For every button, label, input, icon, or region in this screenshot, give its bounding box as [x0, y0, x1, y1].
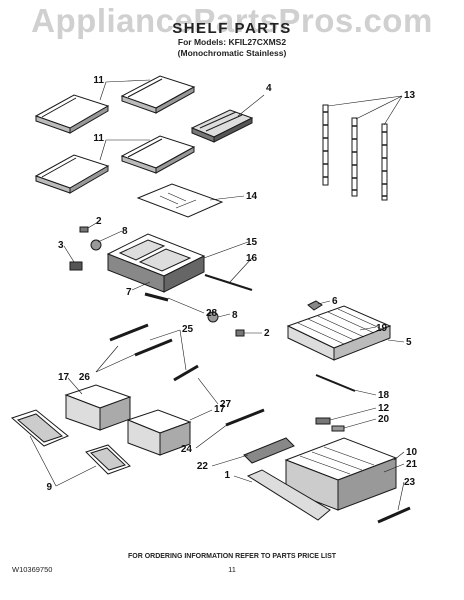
crisper-front-9-b	[85, 444, 131, 475]
callout-17-b: 17	[214, 404, 226, 415]
callout-17-a: 17	[58, 372, 70, 383]
callout-25: 25	[182, 324, 194, 335]
callout-23: 23	[404, 477, 416, 488]
glass-shelf-11-a	[34, 94, 110, 134]
callout-21: 21	[406, 459, 418, 470]
callout-14: 14	[246, 191, 258, 202]
rod-18	[315, 374, 356, 392]
bracket-12	[315, 417, 331, 425]
callout-20: 20	[378, 414, 390, 425]
callout-6: 6	[332, 296, 338, 307]
shelf-ladders-13	[322, 104, 388, 201]
callout-7: 7	[126, 287, 132, 298]
callout-2-b: 2	[264, 328, 270, 339]
slide-rail-22	[243, 437, 295, 464]
page-number: 11	[228, 565, 236, 574]
callout-18: 18	[378, 390, 390, 401]
ordering-info-note: FOR ORDERING INFORMATION REFER TO PARTS …	[127, 553, 337, 560]
callout-12: 12	[378, 403, 390, 414]
callout-9: 9	[46, 482, 52, 493]
screw-2-upper	[79, 226, 89, 233]
callout-4: 4	[266, 83, 272, 94]
slide-rail-24	[225, 408, 265, 427]
callout-10: 10	[406, 447, 418, 458]
knob-8-upper	[90, 239, 102, 251]
callout-11-b: 11	[93, 133, 104, 144]
callout-15: 15	[246, 237, 258, 248]
crisper-cover-frame-15	[106, 233, 206, 293]
callout-19: 19	[376, 323, 388, 334]
callout-28: 28	[206, 308, 218, 319]
model-line: For Models: KFIL27CXMS2	[177, 37, 287, 47]
shelf-trim-4	[190, 109, 254, 143]
callout-labels: 11 4 13 11 14 2 8 3 15 16 7 28 6 8 2 25 …	[46, 75, 417, 493]
screw-2-lower	[235, 329, 245, 337]
callout-24: 24	[181, 444, 193, 455]
crisper-front-9-a	[11, 409, 69, 447]
document-number: W10369750	[12, 565, 53, 574]
callout-16: 16	[246, 253, 258, 264]
rod-16	[204, 274, 253, 291]
callout-8-a: 8	[122, 226, 128, 237]
crisper-drawer-17-right	[126, 409, 192, 456]
callout-1: 1	[224, 470, 230, 481]
glass-shelf-11-b	[120, 75, 196, 114]
glass-shelf-11-c	[34, 154, 110, 194]
crisper-drawer-17-left	[64, 384, 132, 431]
clip-6	[307, 300, 323, 311]
deli-drawer-10	[284, 437, 398, 511]
diagram-title: SHELF PARTS	[172, 20, 292, 37]
callout-13: 13	[404, 90, 416, 101]
bracket-20	[331, 425, 345, 432]
callout-11-a: 11	[93, 75, 104, 86]
callout-5: 5	[406, 337, 412, 348]
callout-2-a: 2	[96, 216, 102, 227]
clip-3	[69, 261, 83, 271]
humidity-slide-28	[144, 292, 169, 302]
watermark: AppliancePartsPros.com	[31, 2, 433, 39]
callout-3: 3	[58, 240, 64, 251]
glass-shelf-11-d	[120, 135, 196, 174]
callout-22: 22	[197, 461, 209, 472]
slides-26	[109, 323, 173, 357]
wire-shelf-19	[286, 305, 392, 361]
callout-27: 27	[220, 399, 232, 410]
callout-26: 26	[79, 372, 91, 383]
callout-8-b: 8	[232, 310, 238, 321]
deli-front-1	[246, 469, 331, 521]
variant-line: (Monochromatic Stainless)	[177, 48, 287, 58]
slide-23	[377, 506, 411, 524]
slide-27	[173, 364, 199, 382]
glass-panel-14	[136, 183, 224, 218]
